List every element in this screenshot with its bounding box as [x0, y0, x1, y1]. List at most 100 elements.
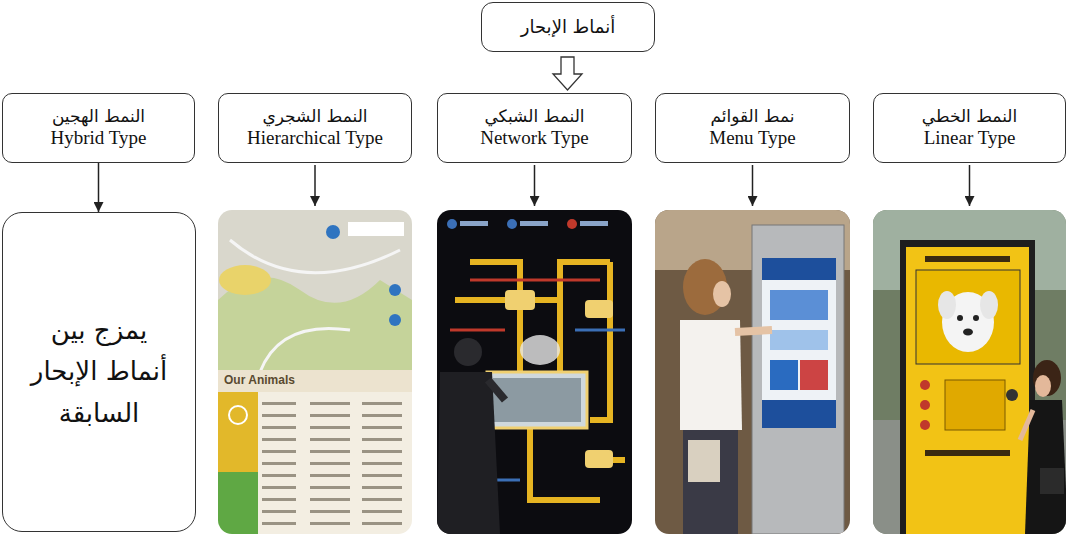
- type-box: النمط الخطيLinear Type: [873, 93, 1066, 163]
- root-box: أنماط الإبحار: [481, 2, 655, 52]
- menu-kiosk-photo: [713, 281, 731, 307]
- connector-arrow: [98, 163, 100, 212]
- text-group: النمط الشجريHierarchical Type: [247, 106, 383, 149]
- menu-kiosk-photo: [770, 360, 798, 390]
- hierarchical-map-photo: [258, 392, 412, 534]
- linear-kiosk-photo: [920, 380, 930, 390]
- text-group: النمط الشبكيNetwork Type: [480, 106, 589, 149]
- network-display-photo: [585, 450, 613, 468]
- box-title: النمط الخطي: [922, 106, 1017, 126]
- network-display-photo: [580, 221, 608, 226]
- network-display-photo: [437, 210, 632, 534]
- menu-kiosk-photo: [770, 290, 828, 320]
- hierarchical-map-photo: [389, 314, 401, 326]
- linear-kiosk-photo: [925, 450, 1010, 456]
- screen-heading: Our Animals: [224, 373, 295, 387]
- down-arrow: [969, 165, 971, 206]
- linear-kiosk-photo: [945, 380, 1005, 430]
- box-subtitle: Hierarchical Type: [247, 127, 383, 150]
- network-display-photo: [567, 219, 577, 229]
- box-title: النمط الشبكي: [484, 106, 584, 126]
- box-title: نمط القوائم: [710, 106, 794, 126]
- menu-kiosk-photo: [762, 258, 836, 428]
- box-subtitle: Hybrid Type: [51, 127, 147, 150]
- linear-kiosk-photo: [1035, 375, 1051, 397]
- linear-kiosk-photo: [925, 256, 1010, 262]
- network-display-photo: [447, 219, 457, 229]
- network-display-photo: [437, 372, 500, 534]
- linear-kiosk-photo: [1006, 389, 1018, 401]
- type-box: النمط الشجريHierarchical Type: [218, 93, 412, 163]
- menu-kiosk-photo: [735, 330, 772, 332]
- menu-kiosk-photo: [688, 440, 720, 482]
- hollow-arrow: [553, 57, 582, 90]
- hierarchical-map-photo: [218, 370, 412, 392]
- linear-kiosk-photo: [938, 291, 956, 319]
- network-display-photo: [437, 210, 632, 534]
- menu-kiosk-photo: [800, 360, 828, 390]
- network-display-photo: [520, 221, 548, 226]
- hierarchical-map-photo: [218, 392, 258, 472]
- down-arrow: [315, 165, 970, 206]
- linear-kiosk-photo: [980, 291, 998, 319]
- network-display-photo: [585, 300, 613, 318]
- linear-kiosk-photo: [906, 247, 1029, 534]
- network-display-photo: [488, 380, 505, 400]
- linear-kiosk-photo: [1040, 468, 1064, 494]
- menu-kiosk-photo: [655, 210, 850, 534]
- down-arrow: [534, 165, 536, 206]
- network-display-photo: [493, 378, 581, 422]
- text-group: نمط القوائمMenu Type: [709, 106, 795, 149]
- menu-kiosk-photo: [655, 210, 850, 534]
- linear-kiosk-photo: [963, 329, 973, 336]
- network-display-photo: [520, 335, 560, 365]
- network-display-photo: [487, 372, 587, 428]
- type-box: النمط الشبكيNetwork Type: [437, 93, 632, 163]
- box-subtitle: Network Type: [480, 127, 589, 150]
- box-title: يمزج بين أنماط الإبحار السابقة: [23, 310, 175, 435]
- linear-kiosk-photo: [873, 210, 1066, 534]
- box-title: النمط الشجري: [262, 106, 367, 126]
- menu-kiosk-photo: [683, 430, 738, 534]
- hollow-arrow: [553, 57, 582, 90]
- text-group: يمزج بين أنماط الإبحار السابقة: [23, 310, 175, 435]
- linear-kiosk-photo: [900, 240, 1035, 534]
- hierarchical-map-photo: [262, 398, 410, 530]
- network-display-photo: [460, 221, 488, 226]
- box-subtitle: Menu Type: [709, 127, 795, 150]
- linear-kiosk-photo: [916, 270, 1020, 364]
- network-display-photo: [450, 280, 600, 330]
- linear-kiosk-photo: [920, 400, 930, 410]
- text-group: أنماط الإبحار: [521, 16, 615, 38]
- box-title: أنماط الإبحار: [521, 16, 615, 38]
- down-arrow: [752, 165, 754, 206]
- linear-kiosk-photo: [973, 315, 979, 321]
- box-title: النمط الهجين: [52, 106, 145, 126]
- text-group: النمط الخطيLinear Type: [922, 106, 1017, 149]
- hierarchical-map-photo: [230, 240, 400, 372]
- menu-kiosk-photo: [762, 400, 836, 428]
- menu-kiosk-photo: [680, 320, 742, 430]
- type-box: نمط القوائمMenu Type: [655, 93, 850, 163]
- hierarchical-map-photo: [229, 406, 247, 424]
- hierarchical-map-photo: [326, 225, 340, 239]
- down-arrow: [314, 165, 316, 206]
- menu-kiosk-photo: [770, 330, 828, 350]
- box-subtitle: Linear Type: [924, 127, 1016, 150]
- hierarchical-map-photo: [218, 472, 258, 534]
- hierarchical-map-photo: [218, 210, 412, 372]
- linear-kiosk-photo: [1033, 360, 1061, 396]
- linear-kiosk-photo: [1020, 410, 1033, 440]
- network-display-photo: [505, 290, 535, 310]
- text-group: النمط الهجينHybrid Type: [51, 106, 147, 149]
- menu-kiosk-photo: [762, 258, 836, 280]
- hierarchical-map-photo: [219, 265, 271, 295]
- hierarchical-map-photo: [348, 222, 404, 236]
- linear-kiosk-photo: [957, 315, 963, 321]
- menu-kiosk-photo: [752, 225, 844, 534]
- hierarchical-map-photo: [389, 284, 401, 296]
- linear-kiosk-photo: [920, 420, 930, 430]
- network-display-photo: [454, 338, 482, 366]
